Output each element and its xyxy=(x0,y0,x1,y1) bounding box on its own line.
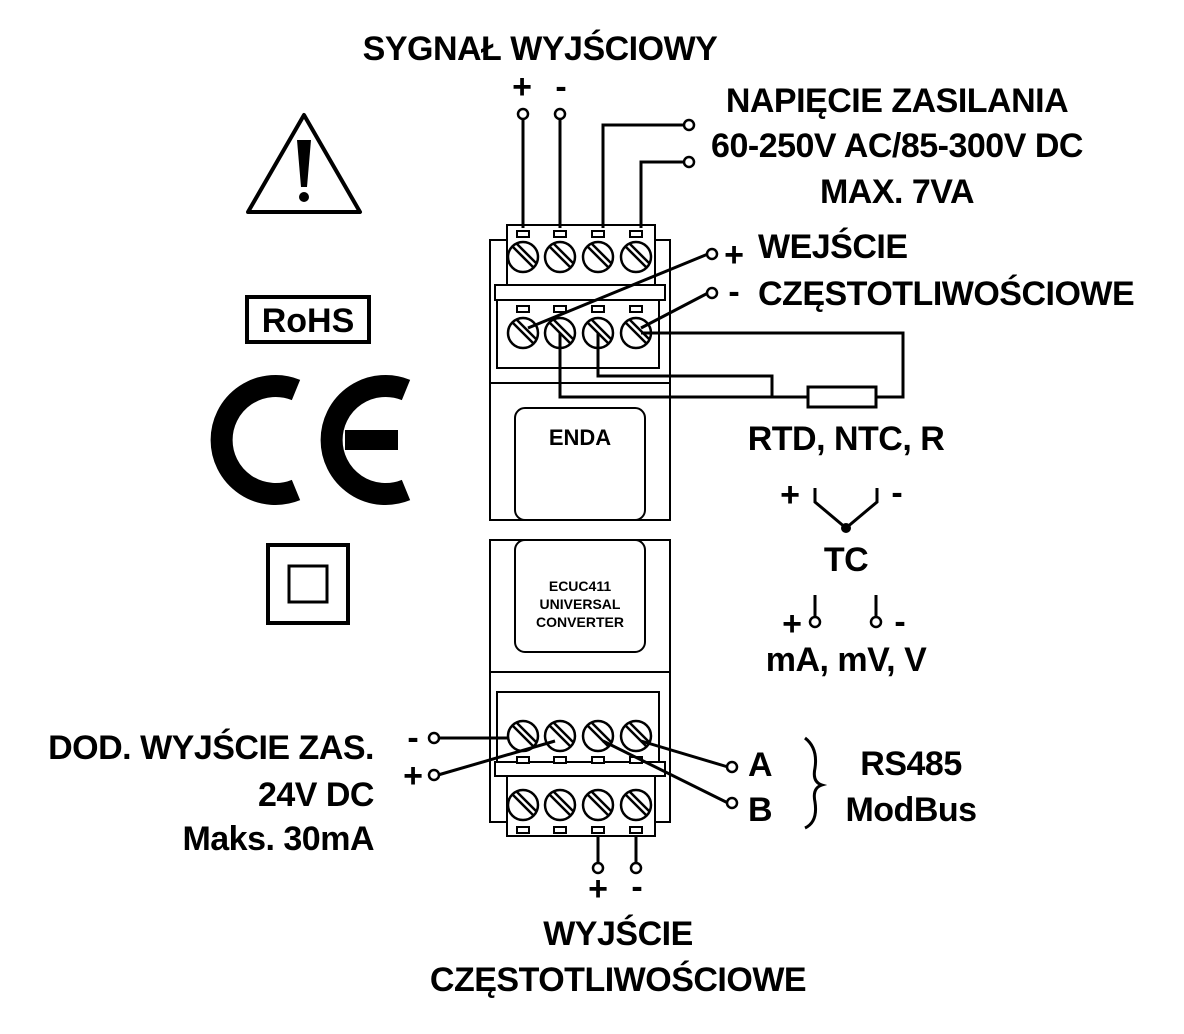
freq-in-label-line2: CZĘSTOTLIWOŚCIOWE xyxy=(758,275,1134,313)
output-plus: + xyxy=(512,68,532,106)
rohs-badge: RoHS xyxy=(245,295,371,344)
device-model: ECUC411 xyxy=(549,578,611,594)
supply-label-line2: 60-250V AC/85-300V DC xyxy=(711,127,1083,165)
device-brand: ENDA xyxy=(549,425,611,450)
ce-mark-icon xyxy=(210,375,411,505)
freq-in-label-line1: WEJŚCIE xyxy=(758,228,908,266)
terminal-b-label: B xyxy=(748,791,772,829)
aux-output-label-line3: Maks. 30mA xyxy=(182,820,374,858)
rs485-label: RS485 xyxy=(860,745,961,783)
freq-out-plus: + xyxy=(588,870,608,908)
freq-out-minus: - xyxy=(631,868,642,906)
modbus-label: ModBus xyxy=(845,791,976,829)
tc-plus: + xyxy=(780,476,800,514)
aux-plus: + xyxy=(403,757,423,795)
device-type-line1: UNIVERSAL xyxy=(540,596,621,612)
aux-minus: - xyxy=(407,719,418,757)
freq-in-plus: + xyxy=(724,236,744,274)
ma-minus: - xyxy=(894,603,905,641)
freq-out-label-line2: CZĘSTOTLIWOŚCIOWE xyxy=(430,961,806,999)
freq-out-label-line1: WYJŚCIE xyxy=(543,915,693,953)
supply-label-line1: NAPIĘCIE ZASILANIA xyxy=(726,82,1068,120)
output-minus: - xyxy=(555,68,566,106)
rohs-text: RoHS xyxy=(262,302,355,340)
aux-output-label-line1: DOD. WYJŚCIE ZAS. xyxy=(48,729,374,767)
ma-plus: + xyxy=(782,605,802,643)
ma-mv-v-label: mA, mV, V xyxy=(766,641,927,679)
rtd-label: RTD, NTC, R xyxy=(748,420,945,458)
warning-triangle-icon xyxy=(246,113,362,214)
tc-junction xyxy=(841,523,851,533)
aux-output-label-line2: 24V DC xyxy=(258,776,374,814)
double-insulation-icon xyxy=(266,543,350,625)
supply-label-line3: MAX. 7VA xyxy=(820,173,974,211)
tc-minus: - xyxy=(891,474,902,512)
freq-in-minus: - xyxy=(728,273,739,311)
output-signal-label: SYGNAŁ WYJŚCIOWY xyxy=(363,30,719,68)
wires xyxy=(437,118,905,864)
device-type-line2: CONVERTER xyxy=(536,614,624,630)
wire-ends xyxy=(427,107,883,875)
tc-label: TC xyxy=(824,541,868,579)
terminal-a-label: A xyxy=(748,746,772,784)
